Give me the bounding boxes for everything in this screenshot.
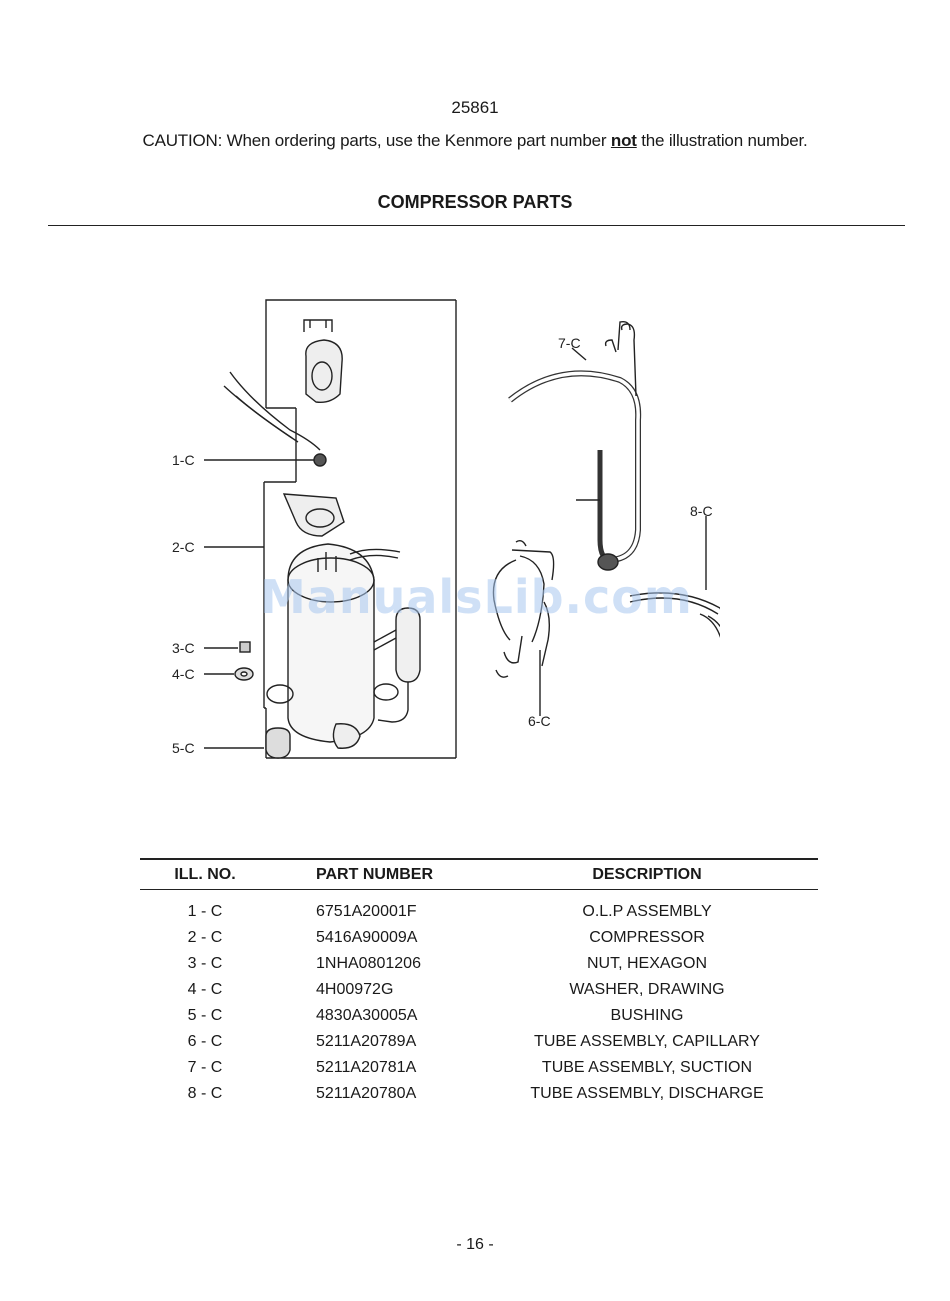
olp-clip bbox=[303, 319, 333, 332]
title-divider bbox=[48, 225, 905, 226]
olp-body bbox=[305, 339, 343, 404]
terminal-gasket bbox=[282, 493, 345, 537]
capillary-tube bbox=[492, 539, 555, 643]
part-number-cell: 5211A20789A bbox=[316, 1033, 417, 1050]
watermark: ManualsLib.com bbox=[260, 570, 693, 624]
caution-note: CAUTION: When ordering parts, use the Ke… bbox=[0, 131, 950, 151]
col-header-ill-no: ILL. NO. bbox=[140, 858, 270, 890]
ill-no-cell: 4 - C bbox=[187, 981, 223, 998]
ill-no-cell: 3 - C bbox=[187, 955, 223, 972]
section-title: COMPRESSOR PARTS bbox=[377, 192, 573, 212]
callout-6c: 6-C bbox=[528, 713, 551, 729]
part-number-cell: 5211A20781A bbox=[316, 1059, 417, 1076]
group-boundary bbox=[263, 299, 457, 759]
callout-3c: 3-C bbox=[172, 640, 195, 656]
discharge-tube bbox=[629, 592, 720, 615]
table-row: 8 - C 5211A20780A TUBE ASSEMBLY, DISCHAR… bbox=[140, 1082, 818, 1108]
part-number-cell: 6751A20001F bbox=[316, 903, 417, 920]
ill-no-cell: 1 - C bbox=[187, 903, 223, 920]
accumulator bbox=[395, 607, 421, 683]
table-row: 3 - C 1NHA0801206 NUT, HEXAGON bbox=[140, 952, 818, 978]
col-header-part-number: PART NUMBER bbox=[270, 858, 476, 890]
table-row: 4 - C 4H00972G WASHER, DRAWING bbox=[140, 978, 818, 1004]
hex-nut bbox=[239, 641, 251, 653]
lead-wires bbox=[229, 371, 321, 451]
ill-no-cell: 7 - C bbox=[187, 1059, 223, 1076]
ill-no-cell: 5 - C bbox=[187, 1007, 223, 1024]
callout-1c: 1-C bbox=[172, 452, 195, 468]
callout-5c: 5-C bbox=[172, 740, 195, 756]
description-cell: TUBE ASSEMBLY, CAPILLARY bbox=[534, 1033, 760, 1050]
suction-tube bbox=[508, 370, 642, 564]
table-row: 7 - C 5211A20781A TUBE ASSEMBLY, SUCTION bbox=[140, 1056, 818, 1082]
part-number-cell: 4830A30005A bbox=[316, 1007, 418, 1024]
ill-no-cell: 6 - C bbox=[187, 1033, 223, 1050]
table-row: 6 - C 5211A20789A TUBE ASSEMBLY, CAPILLA… bbox=[140, 1030, 818, 1056]
description-cell: BUSHING bbox=[610, 1007, 684, 1024]
page-number: - 16 - bbox=[456, 1236, 494, 1253]
description-cell: TUBE ASSEMBLY, SUCTION bbox=[541, 1059, 753, 1076]
callout-2c: 2-C bbox=[172, 539, 195, 555]
col-header-description: DESCRIPTION bbox=[476, 858, 818, 890]
part-number-cell: 5211A20780A bbox=[316, 1085, 417, 1102]
description-cell: NUT, HEXAGON bbox=[586, 955, 707, 972]
table-row: 1 - C 6751A20001F O.L.P ASSEMBLY bbox=[140, 900, 818, 926]
ill-no-cell: 2 - C bbox=[187, 929, 223, 946]
description-cell: O.L.P ASSEMBLY bbox=[582, 903, 712, 920]
model-number: 25861 bbox=[451, 98, 499, 117]
part-number-cell: 4H00972G bbox=[316, 981, 394, 998]
description-cell: WASHER, DRAWING bbox=[569, 981, 725, 998]
part-number-cell: 5416A90009A bbox=[316, 929, 418, 946]
table-header-row: ILL. NO. PART NUMBER DESCRIPTION bbox=[140, 858, 818, 890]
table-row: 2 - C 5416A90009A COMPRESSOR bbox=[140, 926, 818, 952]
parts-table: ILL. NO. PART NUMBER DESCRIPTION 1 - C 6… bbox=[140, 858, 818, 1108]
table-row: 5 - C 4830A30005A BUSHING bbox=[140, 1004, 818, 1030]
part-number-cell: 1NHA0801206 bbox=[316, 955, 421, 972]
ill-no-cell: 8 - C bbox=[187, 1085, 223, 1102]
caution-text-end: the illustration number. bbox=[636, 131, 808, 150]
caution-text-start: CAUTION: When ordering parts, use the Ke… bbox=[142, 131, 611, 150]
callout-4c: 4-C bbox=[172, 666, 195, 682]
compressor-exploded-diagram: 1-C 2-C 3-C 4-C 5-C 6-C 7-C 8-C bbox=[172, 299, 720, 759]
description-cell: COMPRESSOR bbox=[589, 929, 705, 946]
callout-8c: 8-C bbox=[690, 503, 713, 519]
caution-emphasis: not bbox=[610, 131, 637, 150]
bushing bbox=[265, 727, 291, 759]
callout-7c: 7-C bbox=[558, 335, 581, 351]
description-cell: TUBE ASSEMBLY, DISCHARGE bbox=[530, 1085, 764, 1102]
